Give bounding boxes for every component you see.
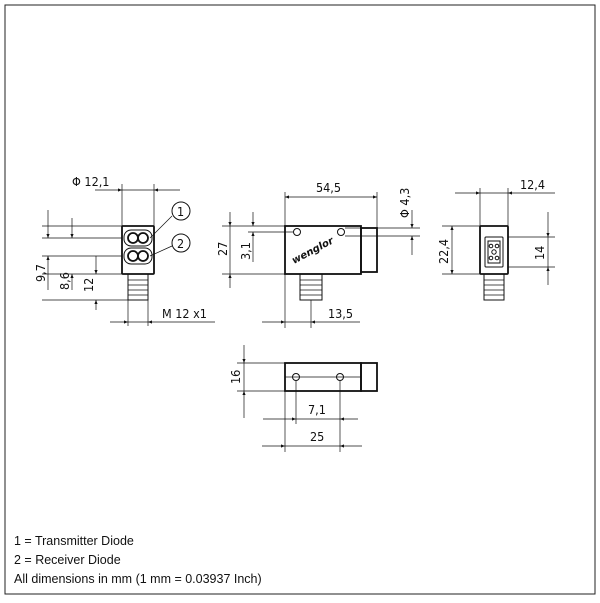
- brand-logo: wenglor: [290, 235, 336, 267]
- right-view: [442, 188, 555, 301]
- side-end-cap: [360, 227, 378, 273]
- dim-front-86: 8,6: [57, 272, 72, 290]
- dim-side-hole: Φ 4,3: [397, 188, 412, 218]
- drawing-frame: [4, 4, 596, 595]
- callout-1-label: 1: [177, 204, 184, 219]
- side-view: [222, 192, 420, 328]
- dim-right-height: 22,4: [436, 239, 451, 264]
- right-connector: [483, 273, 505, 301]
- dim-front-diameter: Φ 12,1: [72, 174, 109, 189]
- right-window: [484, 236, 504, 268]
- dim-right-14: 14: [532, 246, 547, 260]
- dim-front-12: 12: [81, 278, 96, 292]
- dim-bottom-height: 16: [228, 370, 243, 384]
- dim-side-height: 27: [215, 242, 230, 256]
- diode-window-2: [123, 247, 153, 265]
- legend-transmitter: 1 = Transmitter Diode: [14, 534, 134, 548]
- dim-bottom-25: 25: [310, 429, 324, 444]
- dim-front-97: 9,7: [33, 264, 48, 282]
- dim-side-135: 13,5: [328, 306, 353, 321]
- front-connector: [127, 273, 149, 301]
- callout-2-circle: [171, 233, 191, 253]
- callout-2-label: 2: [177, 236, 184, 251]
- legend-units: All dimensions in mm (1 mm = 0.03937 Inc…: [14, 572, 262, 586]
- dim-side-31: 3,1: [238, 242, 253, 260]
- side-connector: [299, 273, 323, 301]
- diode-window-1: [123, 229, 153, 247]
- callout-1-circle: [171, 201, 191, 221]
- dim-side-length: 54,5: [316, 180, 341, 195]
- front-view: [42, 184, 215, 326]
- bottom-end-cap: [360, 362, 378, 392]
- dim-front-thread: M 12 x1: [162, 306, 207, 321]
- bottom-view: [237, 345, 378, 452]
- dim-right-width: 12,4: [520, 177, 545, 192]
- dim-bottom-71: 7,1: [308, 402, 326, 417]
- legend-receiver: 2 = Receiver Diode: [14, 553, 121, 567]
